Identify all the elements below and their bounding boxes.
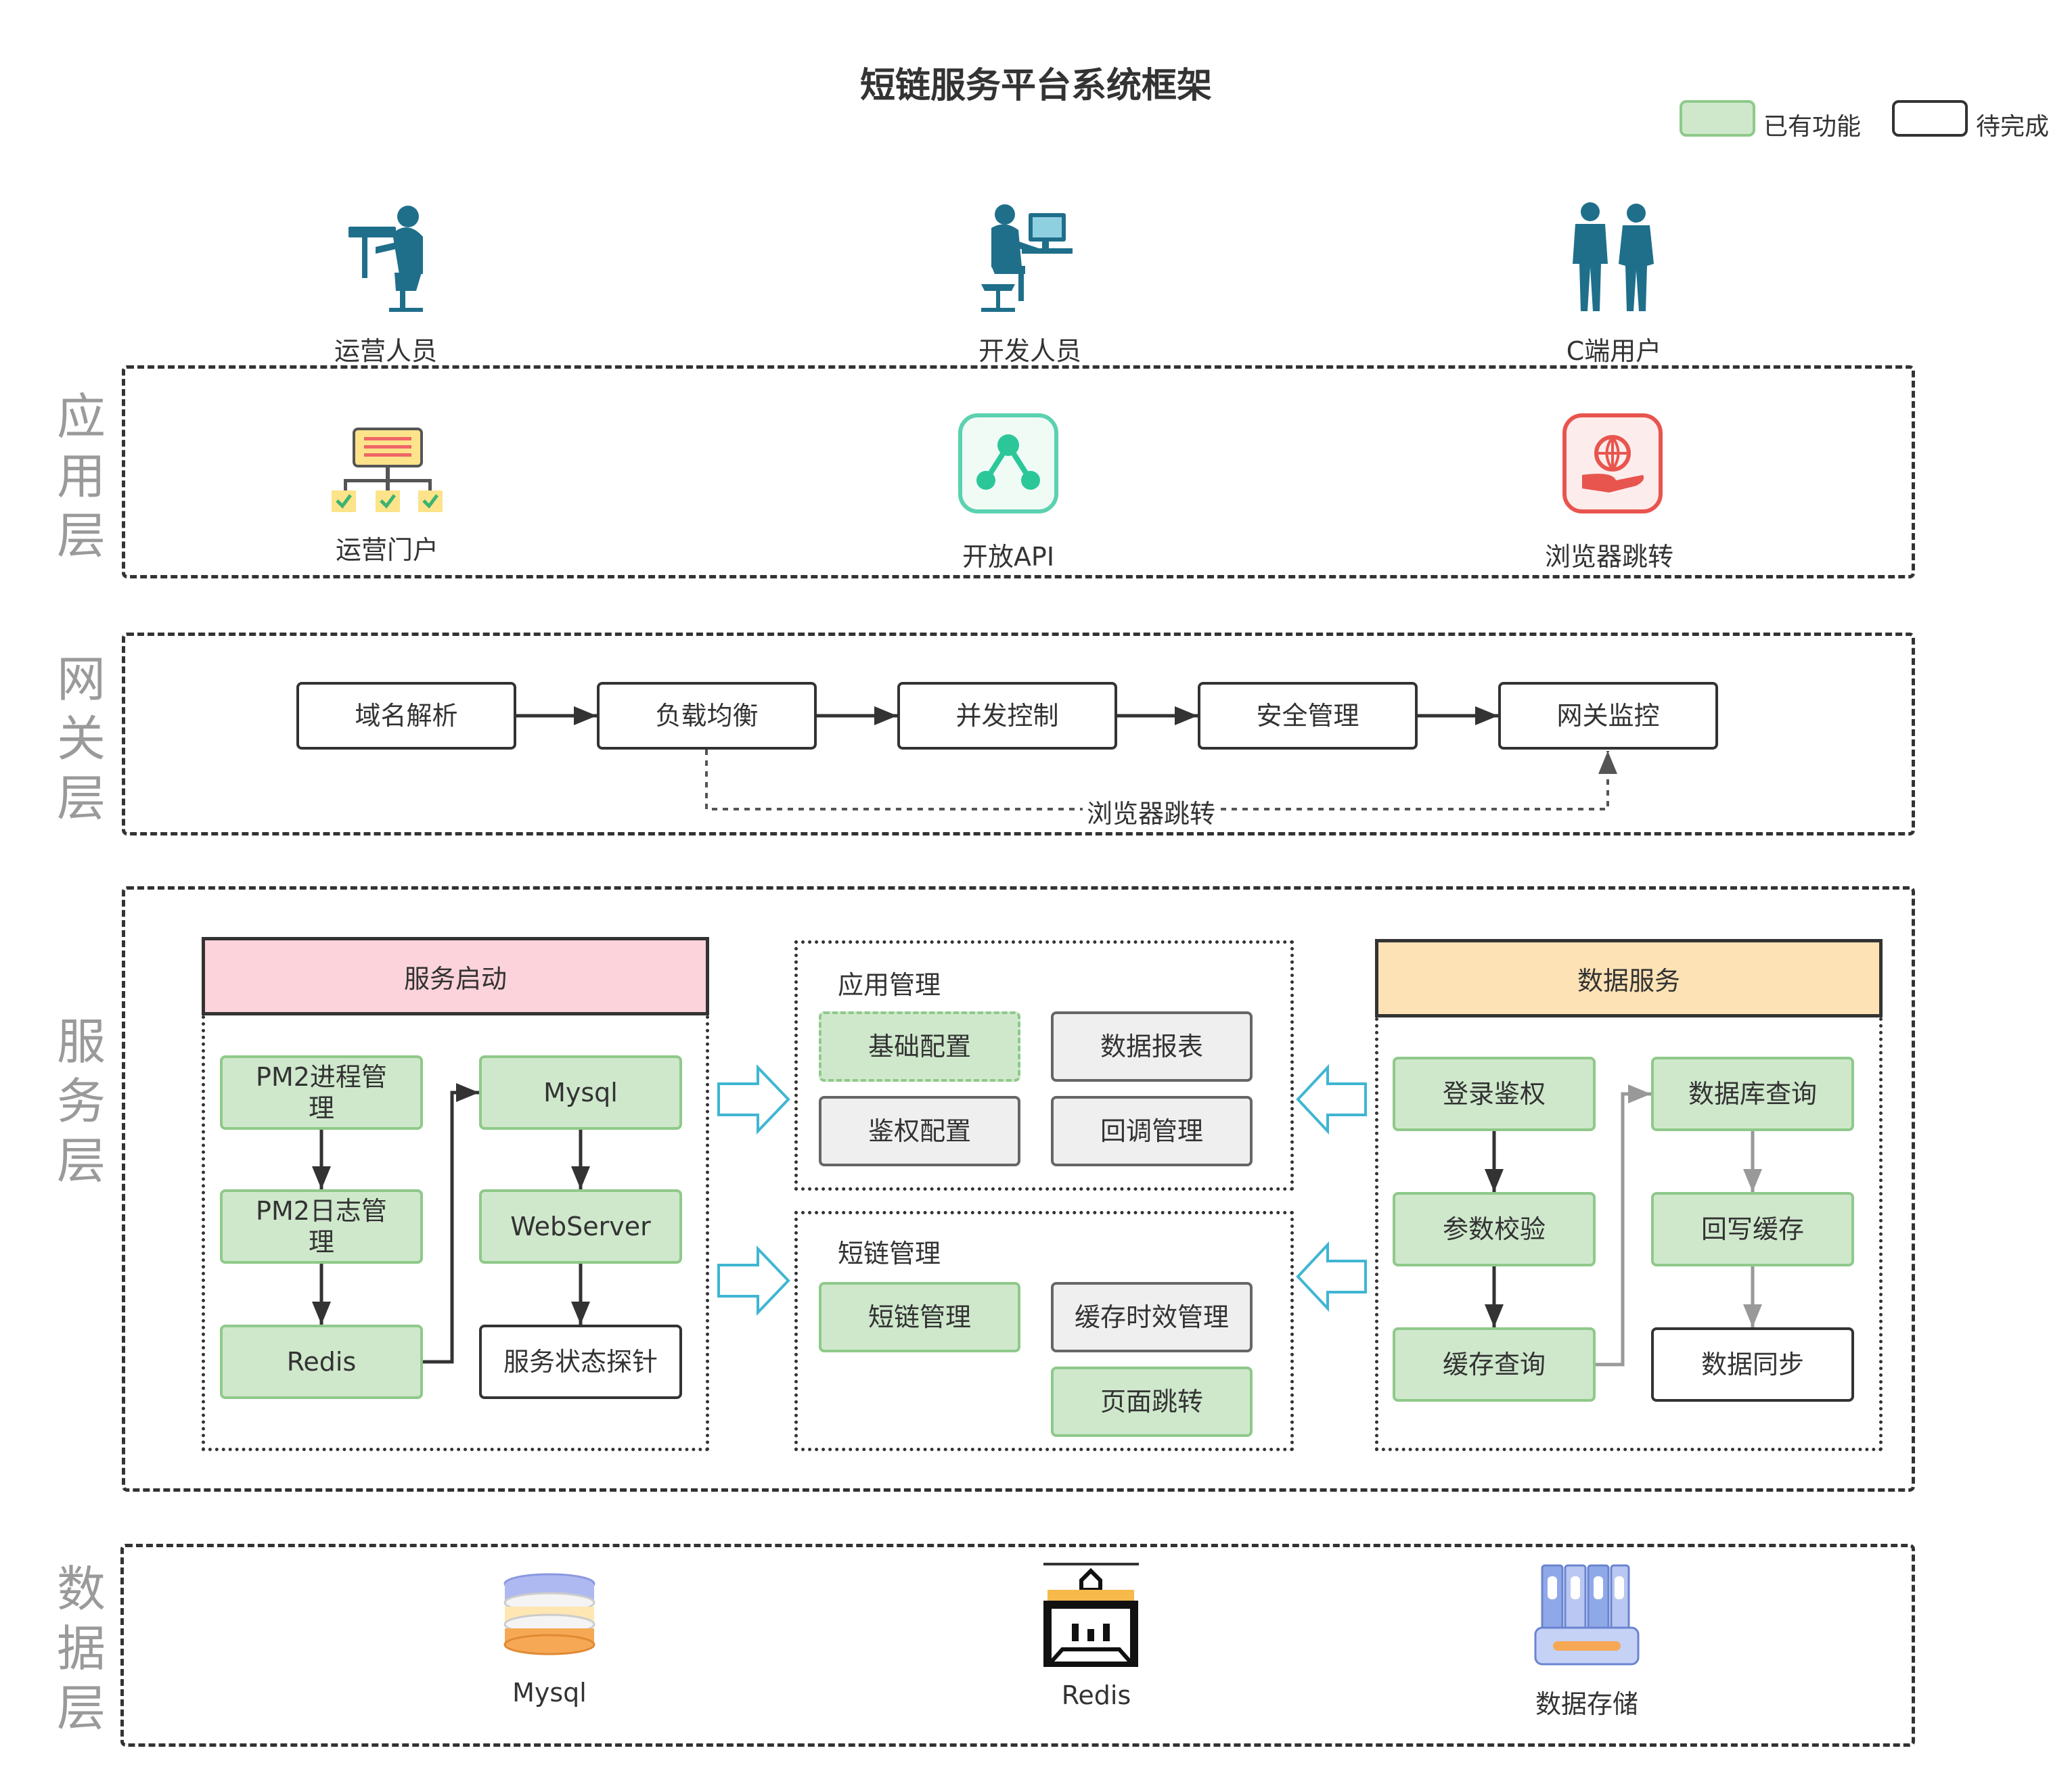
application-layer-label: 应用层 [56,388,106,564]
block-arrow-data-to-link [1296,1241,1367,1312]
data-layer [120,1544,1915,1747]
gateway-load-balancing: 负载均衡 [597,682,817,750]
startup-group-header: 服务启动 [202,937,709,1015]
startup-group [202,1015,709,1451]
operator-at-desk-icon [348,206,423,312]
data-redis-label: Redis [1061,1680,1131,1710]
globe-hand-icon [1562,413,1663,513]
data-login-auth: 登录鉴权 [1393,1057,1596,1131]
gateway-concurrency-control: 并发控制 [897,682,1117,750]
legend-existing-swatch [1680,100,1755,137]
app-auth-config: 鉴权配置 [819,1096,1020,1166]
legend-pending-swatch [1892,100,1968,137]
database-icon [503,1573,595,1655]
link-short-link-management: 短链管理 [819,1282,1020,1352]
startup-pm2-process: PM2进程管 理 [220,1055,423,1130]
legend-existing-label: 已有功能 [1763,113,1862,141]
app-browser-redirect-label: 浏览器跳转 [1544,542,1673,572]
link-management-group [794,1211,1294,1451]
redis-building-icon [1043,1563,1139,1667]
app-data-report: 数据报表 [1051,1011,1253,1082]
data-param-validation: 参数校验 [1393,1192,1596,1266]
app-operations-portal-label: 运营门户 [335,535,438,565]
actor-c-user-label: C端用户 [1566,336,1662,366]
link-cache-ttl-management: 缓存时效管理 [1051,1282,1253,1352]
diagram-title: 短链服务平台系统框架 [859,66,1212,106]
block-arrow-startup-to-link [717,1245,790,1316]
block-arrow-data-to-app [1296,1063,1367,1135]
storage-binders-icon [1534,1564,1640,1666]
gateway-bypass-label: 浏览器跳转 [1083,793,1220,830]
actor-operator-label: 运营人员 [334,336,437,366]
gateway-dns-resolution: 域名解析 [296,682,516,750]
startup-webserver: WebServer [479,1189,682,1264]
service-layer-label: 服务层 [56,1013,106,1189]
legend-pending-label: 待完成 [1976,113,2050,141]
data-db-query: 数据库查询 [1651,1057,1854,1131]
data-write-back-cache: 回写缓存 [1651,1192,1854,1266]
startup-pm2-log: PM2日志管 理 [220,1189,423,1264]
app-management-title: 应用管理 [838,970,941,1000]
share-nodes-icon [958,413,1058,513]
gateway-layer [122,633,1915,835]
gateway-monitoring: 网关监控 [1498,682,1718,750]
data-service-group-header: 数据服务 [1375,939,1883,1017]
link-management-title: 短链管理 [838,1239,941,1268]
data-cache-query: 缓存查询 [1393,1327,1596,1402]
gateway-security-management: 安全管理 [1198,682,1418,750]
app-basic-config: 基础配置 [819,1011,1020,1082]
app-management-group [794,940,1294,1191]
app-callback-management: 回调管理 [1051,1096,1253,1166]
startup-mysql: Mysql [479,1055,682,1130]
data-sync: 数据同步 [1651,1327,1854,1402]
block-arrow-startup-to-app [717,1064,790,1135]
org-chart-icon [332,428,443,512]
data-storage-label: 数据存储 [1535,1689,1638,1719]
app-open-api-label: 开放API [962,542,1055,572]
startup-redis: Redis [220,1325,423,1399]
arrow-redis-to-mysql [423,1083,479,1364]
actor-developer-label: 开发人员 [978,336,1081,366]
gateway-layer-label: 网关层 [56,651,106,827]
arrow-cache-to-db [1596,1084,1651,1367]
data-service-group [1375,1017,1883,1451]
startup-health-probe: 服务状态探针 [479,1325,682,1399]
developer-at-computer-icon [981,204,1073,312]
users-couple-icon [1573,202,1654,311]
data-layer-label: 数据层 [56,1561,106,1737]
application-layer [122,365,1915,578]
data-mysql-label: Mysql [512,1678,587,1708]
link-page-redirect: 页面跳转 [1051,1367,1253,1437]
service-layer [122,886,1915,1492]
